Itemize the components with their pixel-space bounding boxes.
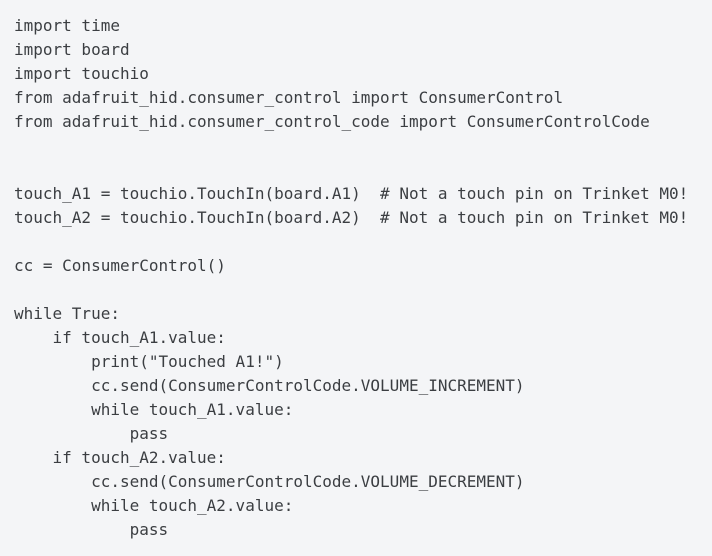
code-line — [14, 134, 702, 158]
code-line: touch_A2 = touchio.TouchIn(board.A2) # N… — [14, 208, 689, 227]
code-line: cc = ConsumerControl() — [14, 256, 226, 275]
code-line: cc.send(ConsumerControlCode.VOLUME_DECRE… — [14, 472, 525, 491]
code-line — [14, 230, 702, 254]
code-line: while True: — [14, 304, 120, 323]
code-line: import board — [14, 40, 130, 59]
code-line: from adafruit_hid.consumer_control impor… — [14, 88, 564, 107]
code-line: from adafruit_hid.consumer_control_code … — [14, 112, 650, 131]
code-line: import touchio — [14, 64, 149, 83]
code-line: while touch_A2.value: — [14, 496, 294, 515]
code-line: pass — [14, 520, 169, 539]
code-line: touch_A1 = touchio.TouchIn(board.A1) # N… — [14, 184, 689, 203]
code-line — [14, 278, 702, 302]
code-line: pass — [14, 424, 169, 443]
code-line: if touch_A1.value: — [14, 328, 226, 347]
code-line: print("Touched A1!") — [14, 352, 284, 371]
code-line — [14, 158, 702, 182]
code-line: import time — [14, 16, 120, 35]
code-line: cc.send(ConsumerControlCode.VOLUME_INCRE… — [14, 376, 525, 395]
code-line: if touch_A2.value: — [14, 448, 226, 467]
code-line: while touch_A1.value: — [14, 400, 294, 419]
